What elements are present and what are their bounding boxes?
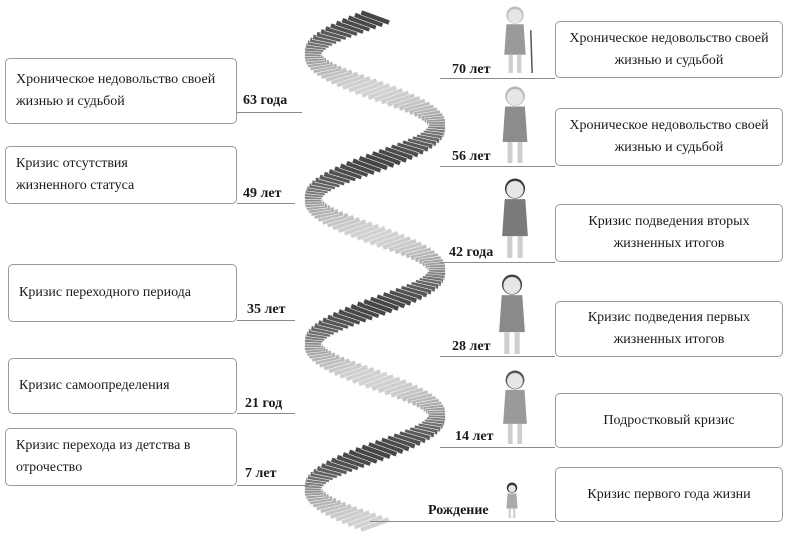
stage-text: Кризис подведения вторых жизненных итого… xyxy=(588,214,750,251)
person-figure xyxy=(503,370,527,444)
connector-line xyxy=(237,112,302,113)
stage-box-35: Кризис переходного периода xyxy=(8,264,237,322)
connector-line xyxy=(440,78,555,79)
age-label-63: 63 года xyxy=(243,93,288,108)
stage-box-63: Хроническое недовольство своей жизнью и … xyxy=(5,58,237,124)
age-label-21: 21 год xyxy=(245,396,283,411)
age-label-birth: Рождение xyxy=(428,503,489,518)
connector-line xyxy=(237,413,295,414)
connector-line xyxy=(440,166,555,167)
age-label-28: 28 лет xyxy=(452,339,491,354)
stage-box-70: Хроническое недовольство своей жизнью и … xyxy=(555,21,783,78)
stage-text: Хроническое недовольство своей жизнью и … xyxy=(569,30,769,68)
stage-text: Кризис самоопределения xyxy=(19,378,170,393)
stage-box-birth: Кризис первого года жизни xyxy=(555,467,783,522)
person-figure xyxy=(506,482,518,518)
connector-line xyxy=(237,320,295,321)
age-label-70: 70 лет xyxy=(452,62,491,77)
stage-box-28: Кризис подведения первых жизненных итого… xyxy=(555,301,783,357)
stage-text: Хроническое недовольство своей жизнью и … xyxy=(16,72,216,109)
age-label-14: 14 лет xyxy=(455,429,494,444)
spiral-step xyxy=(357,155,389,171)
stage-text: Кризис отсутствия жизненного статуса xyxy=(16,156,135,193)
stage-box-56: Хроническое недовольство своей жизнью и … xyxy=(555,108,783,166)
connector-line xyxy=(440,447,555,448)
stage-box-49: Кризис отсутствия жизненного статуса xyxy=(5,146,237,204)
age-label-49: 49 лет xyxy=(243,186,282,201)
connector-line xyxy=(440,262,555,263)
stage-box-42: Кризис подведения вторых жизненных итого… xyxy=(555,204,783,262)
person-figure xyxy=(504,6,533,74)
age-label-7: 7 лет xyxy=(245,466,277,481)
age-label-35: 35 лет xyxy=(247,302,286,317)
stage-box-21: Кризис самоопределения xyxy=(8,358,237,414)
connector-line xyxy=(237,485,309,486)
stage-text: Кризис перехода из детства в отрочество xyxy=(16,438,191,475)
stage-text: Подростковый кризис xyxy=(603,412,735,428)
connector-line xyxy=(440,356,555,357)
stage-text: Кризис подведения первых жизненных итого… xyxy=(587,310,751,347)
stage-text: Хроническое недовольство своей жизнью и … xyxy=(569,118,769,155)
person-figure xyxy=(499,274,525,354)
person-figure xyxy=(502,178,528,258)
connector-line xyxy=(370,521,555,522)
spiral-step xyxy=(360,443,392,460)
connector-line xyxy=(237,203,295,204)
spiral-step xyxy=(359,9,391,26)
stage-text: Кризис первого года жизни xyxy=(587,486,751,502)
stage-box-14: Подростковый кризис xyxy=(555,393,783,448)
stage-text: Кризис переходного периода xyxy=(19,285,192,300)
age-label-42: 42 года xyxy=(449,245,494,260)
spiral-step xyxy=(362,298,394,315)
person-figure xyxy=(502,86,528,163)
stage-box-7: Кризис перехода из детства в отрочество xyxy=(5,428,237,486)
age-label-56: 56 лет xyxy=(452,149,491,164)
